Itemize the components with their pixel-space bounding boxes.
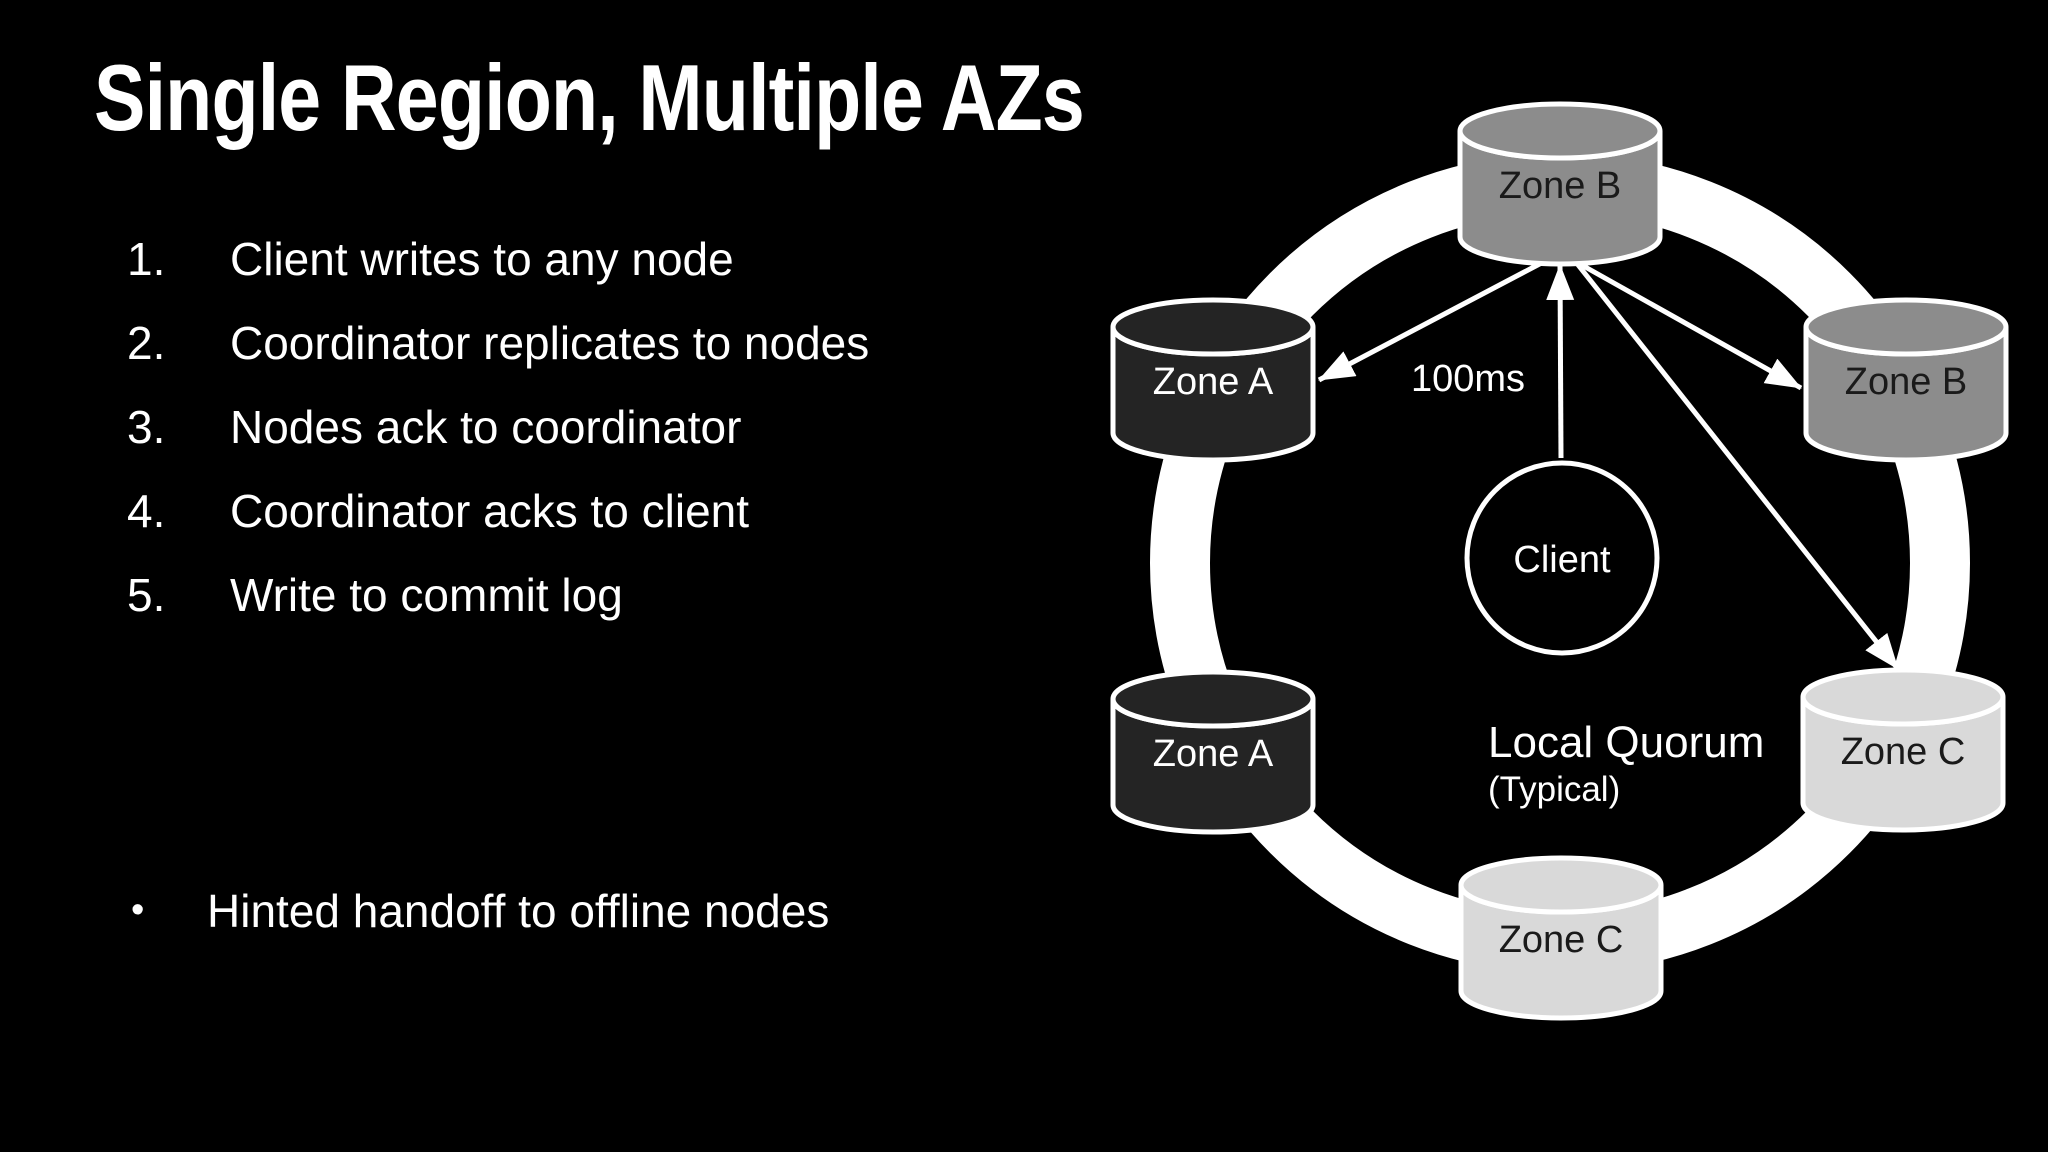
list-item-number: 4. [127, 485, 166, 537]
list-item: 3. Nodes ack to coordinator [127, 400, 869, 484]
node-label: Zone C [1499, 919, 1624, 961]
arrow-coordinator-to-zone-b [1569, 256, 1803, 391]
list-item-number: 2. [127, 317, 166, 369]
list-item: 4. Coordinator acks to client [127, 484, 869, 568]
node-label: Zone C [1841, 731, 1966, 773]
list-item: 2. Coordinator replicates to nodes [127, 316, 869, 400]
list-item-number: 3. [127, 401, 166, 453]
node-label: Zone A [1153, 361, 1274, 403]
node-zone-b-top: Zone B [1457, 101, 1663, 267]
list-item-text: Client writes to any node [230, 233, 734, 285]
list-item-text: Write to commit log [230, 569, 623, 621]
list-item-number: 1. [127, 233, 166, 285]
bullet-icon: • [131, 889, 145, 931]
list-item-text: Coordinator acks to client [230, 485, 750, 537]
node-label: Zone B [1499, 165, 1622, 207]
quorum-sublabel: (Typical) [1488, 770, 1620, 809]
node-label: Zone B [1845, 361, 1968, 403]
list-item-text: Coordinator replicates to nodes [230, 317, 870, 369]
list-item: 1. Client writes to any node [127, 232, 869, 316]
list-item-number: 5. [127, 569, 166, 621]
node-zone-c-bottom: Zone C [1458, 855, 1664, 1021]
node-zone-a-upper-left: Zone A [1110, 297, 1316, 463]
arrow-coordinator-to-zone-a [1317, 256, 1551, 383]
node-zone-b-right: Zone B [1803, 297, 2009, 463]
slide-title: Single Region, Multiple AZs [94, 45, 1085, 150]
list-item-text: Nodes ack to coordinator [230, 401, 742, 453]
numbered-list: 1. Client writes to any node 2. Coordina… [127, 232, 869, 652]
arrow-client-to-coordinator [1546, 264, 1575, 459]
quorum-label: Local Quorum [1488, 718, 1764, 767]
client-circle [1464, 460, 1660, 656]
client-label: Client [1513, 539, 1611, 581]
arrow-coordinator-to-zone-c [1573, 259, 1900, 671]
node-zone-c-right: Zone C [1800, 667, 2006, 833]
bullet-item: • Hinted handoff to offline nodes [131, 884, 829, 938]
node-label: Zone A [1153, 733, 1274, 775]
list-item: 5. Write to commit log [127, 568, 869, 652]
bullet-item-text: Hinted handoff to offline nodes [207, 885, 830, 937]
node-zone-a-lower-left: Zone A [1110, 669, 1316, 835]
latency-label: 100ms [1411, 358, 1525, 400]
